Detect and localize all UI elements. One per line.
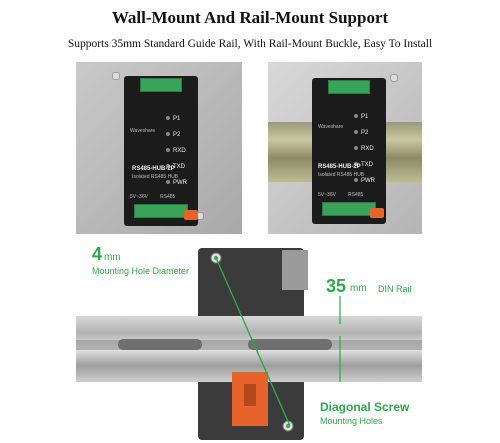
rail-dimension-label: DIN Rail [378,284,412,294]
led-rxd: RXD [354,146,374,152]
port-label: RS485 [348,192,364,198]
rail-slot [118,339,202,350]
power-label: 5V~36V [130,194,148,200]
led-txd: TXD [354,162,373,168]
rail-mount-diagram [76,248,422,440]
port-label: RS485 [160,194,176,200]
device-side [282,250,308,290]
brand-logo: Waveshare [318,124,344,130]
diagonal-leader-line [215,257,291,427]
led-p1: P1 [166,116,180,122]
terminal-block-top [328,80,370,94]
rail-buckle-icon [370,208,384,218]
page-title: Wall-Mount And Rail-Mount Support [111,8,389,27]
rail-dimension-unit: mm [350,283,367,294]
power-label: 5V~36V [318,192,336,198]
device-description-label: Isolated RS485 HUB [318,172,365,178]
device-model-label: RS485-HUB-2P [132,166,175,172]
device-body: P1 P2 RXD TXD PWR RS485-HUB-2P Isolated … [312,78,386,224]
diagonal-screw-title: Diagonal Screw [320,400,410,414]
mounting-screw-icon [390,74,398,82]
led-p2: P2 [354,130,368,136]
brand-logo: Waveshare [130,128,156,134]
led-p1: P1 [354,114,368,120]
rail-slot [248,339,332,350]
page-subtitle: Supports 35mm Standard Guide Rail, With … [67,38,433,50]
led-txd: TXD [166,164,185,170]
device-model-label: RS485-HUB-2P [318,164,361,170]
led-p2: P2 [166,132,180,138]
led-pwr: PWR [354,178,375,184]
diagonal-screw-label: Mounting Holes [320,416,383,426]
hole-dimension-unit: mm [104,252,121,263]
terminal-block-bottom [134,204,188,218]
device-body: P1 P2 RXD TXD PWR RS485-HUB-2P Isolated … [124,76,198,226]
led-pwr: PWR [166,180,187,186]
terminal-block-bottom [322,202,376,216]
device-description-label: Isolated RS485 HUB [132,174,179,180]
rail-dimension-value: 35 [326,276,347,296]
wall-mount-photo: P1 P2 RXD TXD PWR RS485-HUB-2P Isolated … [76,62,242,234]
rail-mount-photo: P1 P2 RXD TXD PWR RS485-HUB-2P Isolated … [268,62,422,234]
rail-buckle-icon [184,210,198,220]
terminal-block-top [140,78,182,92]
mounting-screw-icon [112,72,120,80]
hole-dimension-value: 4 [92,244,103,264]
hole-dimension-label: Mounting Hole Diameter [92,266,190,276]
led-rxd: RXD [166,148,186,154]
